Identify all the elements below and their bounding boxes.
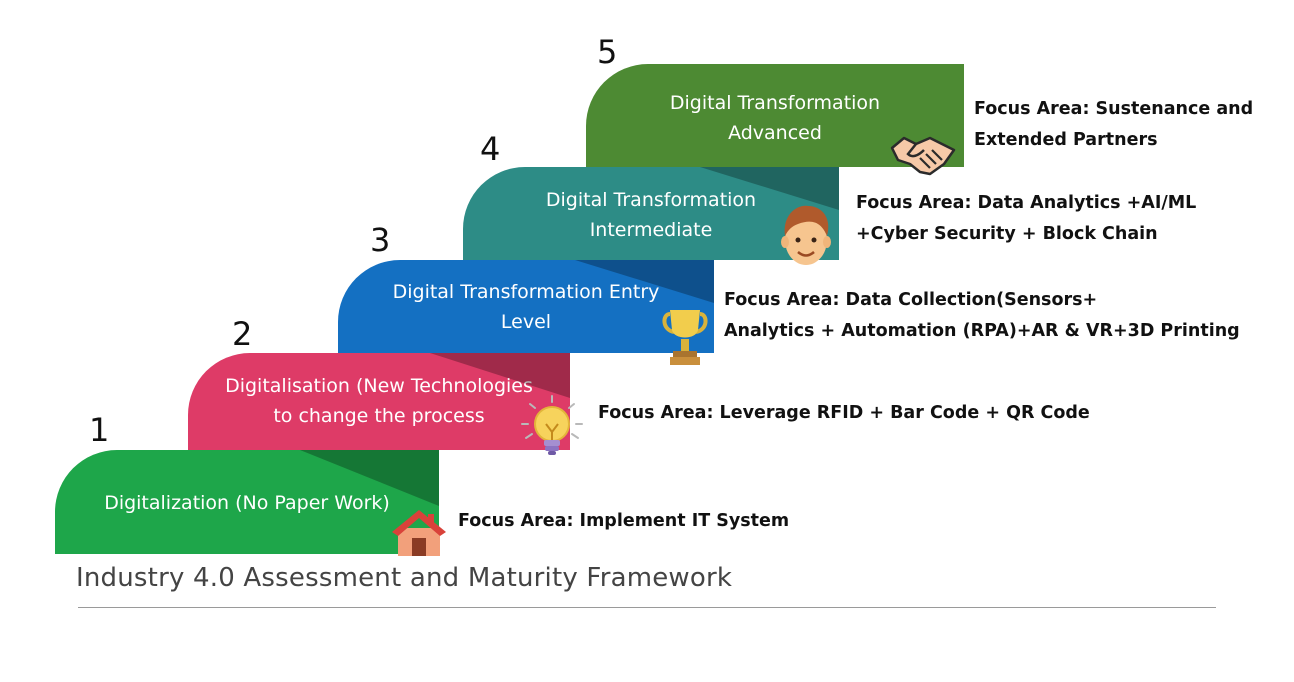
step-5-focus-area: Focus Area: Sustenance and Extended Part… [974,99,1254,150]
step-4-block: Digital Transformation Intermediate [463,167,839,260]
house-icon [392,510,446,556]
step-4-number: 4 [480,130,501,168]
step-2-number: 2 [232,315,253,353]
step-3-focus-area: Focus Area: Data Collection(Sensors+ Ana… [724,290,1240,341]
step-1-block: Digitalization (No Paper Work) [55,450,439,554]
step-2-focus-area: Focus Area: Leverage RFID + Bar Code + Q… [598,403,1090,423]
step-1-label: Digitalization (No Paper Work) [104,492,390,514]
handshake-icon [890,136,956,176]
step-5-number: 5 [597,33,618,71]
step-2-label: Digitalisation (New Technologies to chan… [225,375,533,427]
step-3-number: 3 [370,221,391,259]
step-1-number: 1 [89,411,110,449]
step-2-block: Digitalisation (New Technologies to chan… [188,353,570,450]
step-3-label: Digital Transformation Entry Level [392,281,660,333]
lightbulb-icon [521,395,583,455]
diagram-title: Industry 4.0 Assessment and Maturity Fra… [76,563,733,593]
trophy-icon [662,310,708,365]
person-icon [781,205,831,265]
step-1-focus-area: Focus Area: Implement IT System [458,511,790,531]
step-4-focus-area: Focus Area: Data Analytics +AI/ML +Cyber… [856,193,1197,244]
title-underline [78,607,1216,608]
step-3-block: Digital Transformation Entry Level [338,260,714,353]
step-5-label: Digital Transformation Advanced [669,92,881,144]
step-4-label: Digital Transformation Intermediate [545,189,757,241]
